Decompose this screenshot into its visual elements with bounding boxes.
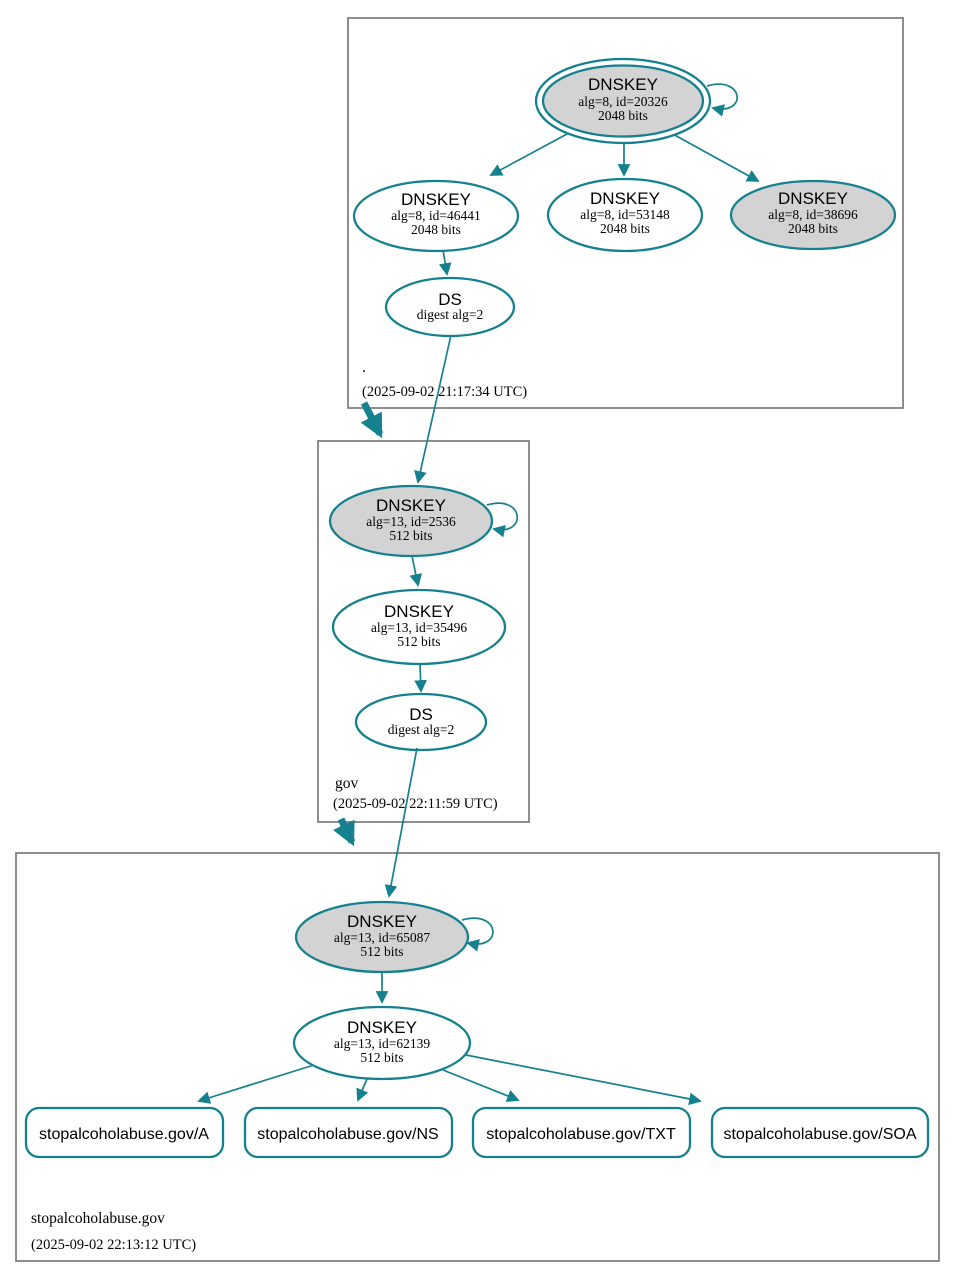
edge-dnskey35496-to-ds bbox=[414, 664, 427, 693]
dnskey-node-38696[interactable]: DNSKEY alg=8, id=38696 2048 bits bbox=[729, 179, 897, 251]
node-detail-bits: 2048 bits bbox=[600, 221, 650, 236]
rrset-box bbox=[710, 1106, 930, 1159]
rrset-label: stopalcoholabuse.gov/NS bbox=[257, 1126, 438, 1143]
edge-dnskey62139-to-rrset-ns bbox=[356, 1078, 369, 1102]
rrset-box bbox=[243, 1106, 454, 1159]
rrset-node-ns[interactable]: stopalcoholabuse.gov/NS bbox=[243, 1106, 454, 1159]
edge-dnskey62139-to-rrset-a bbox=[197, 1063, 318, 1104]
node-ellipse bbox=[294, 900, 470, 974]
node-detail-bits: 2048 bits bbox=[598, 108, 648, 123]
node-detail-bits: 512 bits bbox=[360, 944, 403, 959]
zone-border-stopalcoholabuse-gov bbox=[15, 852, 940, 1262]
node-detail-bits: 2048 bits bbox=[411, 222, 461, 237]
node-detail-bits: 512 bits bbox=[360, 1050, 403, 1065]
node-title: DNSKEY bbox=[588, 75, 658, 94]
dnskey-node-62139[interactable]: DNSKEY alg=13, id=62139 512 bits bbox=[292, 1005, 472, 1081]
dnskey-node-35496[interactable]: DNSKEY alg=13, id=35496 512 bits bbox=[331, 588, 507, 666]
node-title: DNSKEY bbox=[401, 190, 471, 209]
edge-dnskey62139-to-rrset-txt bbox=[442, 1069, 520, 1102]
node-title: DNSKEY bbox=[376, 496, 446, 515]
node-title: DNSKEY bbox=[384, 602, 454, 621]
rrset-label: stopalcoholabuse.gov/TXT bbox=[486, 1126, 676, 1143]
edge-ksk20326-self-loop bbox=[706, 83, 738, 117]
node-detail-alg-id: alg=13, id=35496 bbox=[371, 620, 467, 635]
zone-box-gov: DNSKEY alg=13, id=2536 512 bits DNSKEY a… bbox=[317, 440, 530, 823]
zone-timestamp-gov: (2025-09-02 22:11:59 UTC) bbox=[333, 796, 498, 812]
zone-box-stopalcoholabuse-gov: DNSKEY alg=13, id=65087 512 bits DNSKEY … bbox=[15, 852, 940, 1262]
node-title: DNSKEY bbox=[590, 189, 660, 208]
node-detail-bits: 512 bits bbox=[389, 528, 432, 543]
node-title: DNSKEY bbox=[347, 912, 417, 931]
node-title: DS bbox=[438, 290, 462, 309]
node-ellipse bbox=[328, 484, 494, 558]
dnskey-node-65087-ksk[interactable]: DNSKEY alg=13, id=65087 512 bits bbox=[294, 900, 470, 974]
node-ellipse bbox=[729, 179, 897, 251]
zone-timestamp-root: (2025-09-02 21:17:34 UTC) bbox=[362, 384, 527, 400]
node-detail-alg-id: alg=8, id=53148 bbox=[580, 207, 670, 222]
rrset-label: stopalcoholabuse.gov/A bbox=[39, 1126, 209, 1143]
rrset-box bbox=[24, 1106, 225, 1159]
node-detail-alg-id: alg=13, id=65087 bbox=[334, 930, 430, 945]
zone-label-root: . bbox=[362, 359, 366, 376]
rrset-node-txt[interactable]: stopalcoholabuse.gov/TXT bbox=[471, 1106, 692, 1159]
zone-border-root bbox=[347, 17, 904, 409]
zone-label-gov: gov bbox=[335, 775, 359, 792]
node-ellipse bbox=[292, 1005, 472, 1081]
node-detail-bits: 512 bits bbox=[397, 634, 440, 649]
node-detail-alg-id: alg=8, id=38696 bbox=[768, 207, 858, 222]
edge-ds-gov-to-ksk65087 bbox=[384, 747, 418, 898]
dnskey-node-20326-ksk[interactable]: DNSKEY alg=8, id=20326 2048 bits bbox=[534, 57, 712, 145]
node-detail-digest: digest alg=2 bbox=[417, 307, 483, 322]
dnskey-node-46441[interactable]: DNSKEY alg=8, id=46441 2048 bits bbox=[352, 179, 520, 253]
node-ellipse bbox=[331, 588, 507, 666]
ds-node-root[interactable]: DS digest alg=2 bbox=[384, 276, 516, 338]
dnskey-node-53148[interactable]: DNSKEY alg=8, id=53148 2048 bits bbox=[546, 177, 704, 253]
rrset-label: stopalcoholabuse.gov/SOA bbox=[723, 1126, 916, 1143]
edge-ksk20326-to-dnskey38696 bbox=[670, 132, 760, 182]
node-title: DS bbox=[409, 705, 433, 724]
node-title: DNSKEY bbox=[347, 1018, 417, 1037]
node-ellipse bbox=[546, 177, 704, 253]
edge-dnskey46441-to-ds bbox=[438, 249, 452, 276]
node-detail-alg-id: alg=8, id=46441 bbox=[391, 208, 480, 223]
node-detail-alg-id: alg=13, id=2536 bbox=[366, 514, 456, 529]
zone-timestamp-stopalcoholabuse-gov: (2025-09-02 22:13:12 UTC) bbox=[31, 1237, 196, 1253]
edge-ksk2536-to-dnskey35496 bbox=[409, 555, 423, 587]
edge-ksk65087-self-loop bbox=[461, 917, 494, 952]
delegation-arrow-root-to-gov bbox=[360, 401, 384, 439]
delegation-arrow-gov-to-stopalcoholabuse bbox=[333, 817, 356, 847]
rrset-node-a[interactable]: stopalcoholabuse.gov/A bbox=[24, 1106, 225, 1159]
node-detail-alg-id: alg=8, id=20326 bbox=[578, 94, 668, 109]
ds-node-gov[interactable]: DS digest alg=2 bbox=[354, 692, 488, 752]
zone-border-gov bbox=[317, 440, 530, 823]
dnskey-node-2536-ksk[interactable]: DNSKEY alg=13, id=2536 512 bits bbox=[328, 484, 494, 558]
zone-label-stopalcoholabuse-gov: stopalcoholabuse.gov bbox=[31, 1210, 165, 1227]
node-ellipse bbox=[354, 692, 488, 752]
rrset-box bbox=[471, 1106, 692, 1159]
node-detail-digest: digest alg=2 bbox=[388, 722, 454, 737]
node-detail-bits: 2048 bits bbox=[788, 221, 838, 236]
edge-dnskey62139-to-rrset-soa bbox=[465, 1054, 702, 1106]
edge-ds-root-to-ksk2536 bbox=[414, 334, 452, 484]
node-ellipse bbox=[352, 179, 520, 253]
node-title: DNSKEY bbox=[778, 189, 848, 208]
rrset-node-soa[interactable]: stopalcoholabuse.gov/SOA bbox=[710, 1106, 930, 1159]
node-detail-alg-id: alg=13, id=62139 bbox=[334, 1036, 430, 1051]
ksk-inner-ring bbox=[541, 64, 705, 138]
edge-ksk2536-self-loop bbox=[486, 502, 519, 538]
edge-ksk20326-to-dnskey46441 bbox=[489, 133, 568, 176]
zone-box-root: DNSKEY alg=8, id=20326 2048 bits DNSKEY … bbox=[347, 17, 904, 409]
